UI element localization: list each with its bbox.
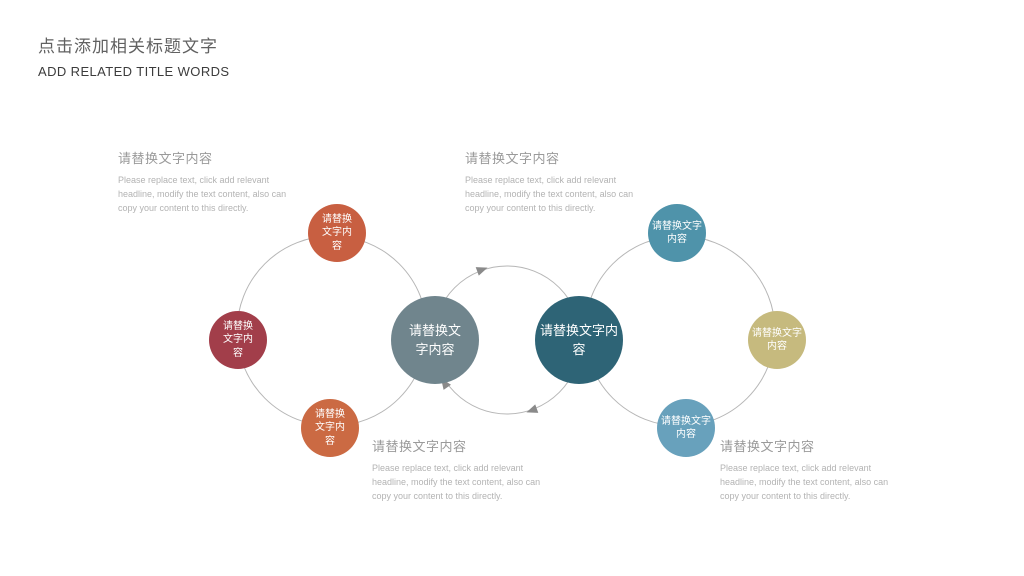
satellite-node-bottom-right: 请替换文字内容 — [657, 399, 715, 457]
text-block-heading: 请替换文字内容 — [118, 151, 213, 166]
flow-arrow-icon — [526, 404, 539, 413]
text-block-body: Please replace text, click add relevant … — [465, 175, 634, 213]
satellite-node-bottom-left: 请替换文字内容 — [301, 399, 359, 457]
page-subtitle: ADD RELATED TITLE WORDS — [38, 64, 230, 79]
satellite-node-top-left: 请替换文字内容 — [308, 204, 366, 262]
text-block-bottom-right: 请替换文字内容 Please replace text, click add r… — [720, 436, 908, 504]
text-block-heading: 请替换文字内容 — [465, 151, 560, 166]
satellite-node-label: 请替换文字内容 — [322, 213, 352, 252]
satellite-node-top-right: 请替换文字内容 — [648, 204, 706, 262]
satellite-node-label: 请替换文字内容 — [315, 408, 345, 447]
text-block-body: Please replace text, click add relevant … — [720, 463, 889, 501]
page-title: 点击添加相关标题文字 — [38, 37, 218, 56]
satellite-node-label: 请替换文字内容 — [752, 327, 802, 353]
cycle-node-center-left: 请替换文字内容 — [391, 296, 479, 384]
cycle-node-label: 请替换文字内容 — [408, 322, 461, 358]
text-block-body: Please replace text, click add relevant … — [372, 463, 541, 501]
satellite-node-right: 请替换文字内容 — [748, 311, 806, 369]
satellite-node-left: 请替换文字内容 — [209, 311, 267, 369]
satellite-node-label: 请替换文字内容 — [661, 415, 711, 441]
text-block-heading: 请替换文字内容 — [372, 439, 467, 454]
satellite-node-label: 请替换文字内容 — [223, 320, 253, 359]
text-block-heading: 请替换文字内容 — [720, 439, 815, 454]
text-block-bottom-center: 请替换文字内容 Please replace text, click add r… — [372, 436, 560, 504]
text-block-top-left: 请替换文字内容 Please replace text, click add r… — [118, 148, 306, 216]
flow-arrow-icon — [475, 267, 488, 276]
text-block-body: Please replace text, click add relevant … — [118, 175, 287, 213]
cycle-node-center-right: 请替换文字内容 — [535, 296, 623, 384]
satellite-node-label: 请替换文字内容 — [652, 220, 702, 246]
cycle-node-label: 请替换文字内容 — [539, 322, 618, 358]
text-block-top-center: 请替换文字内容 Please replace text, click add r… — [465, 148, 653, 216]
header: 点击添加相关标题文字 ADD RELATED TITLE WORDS — [38, 32, 229, 79]
